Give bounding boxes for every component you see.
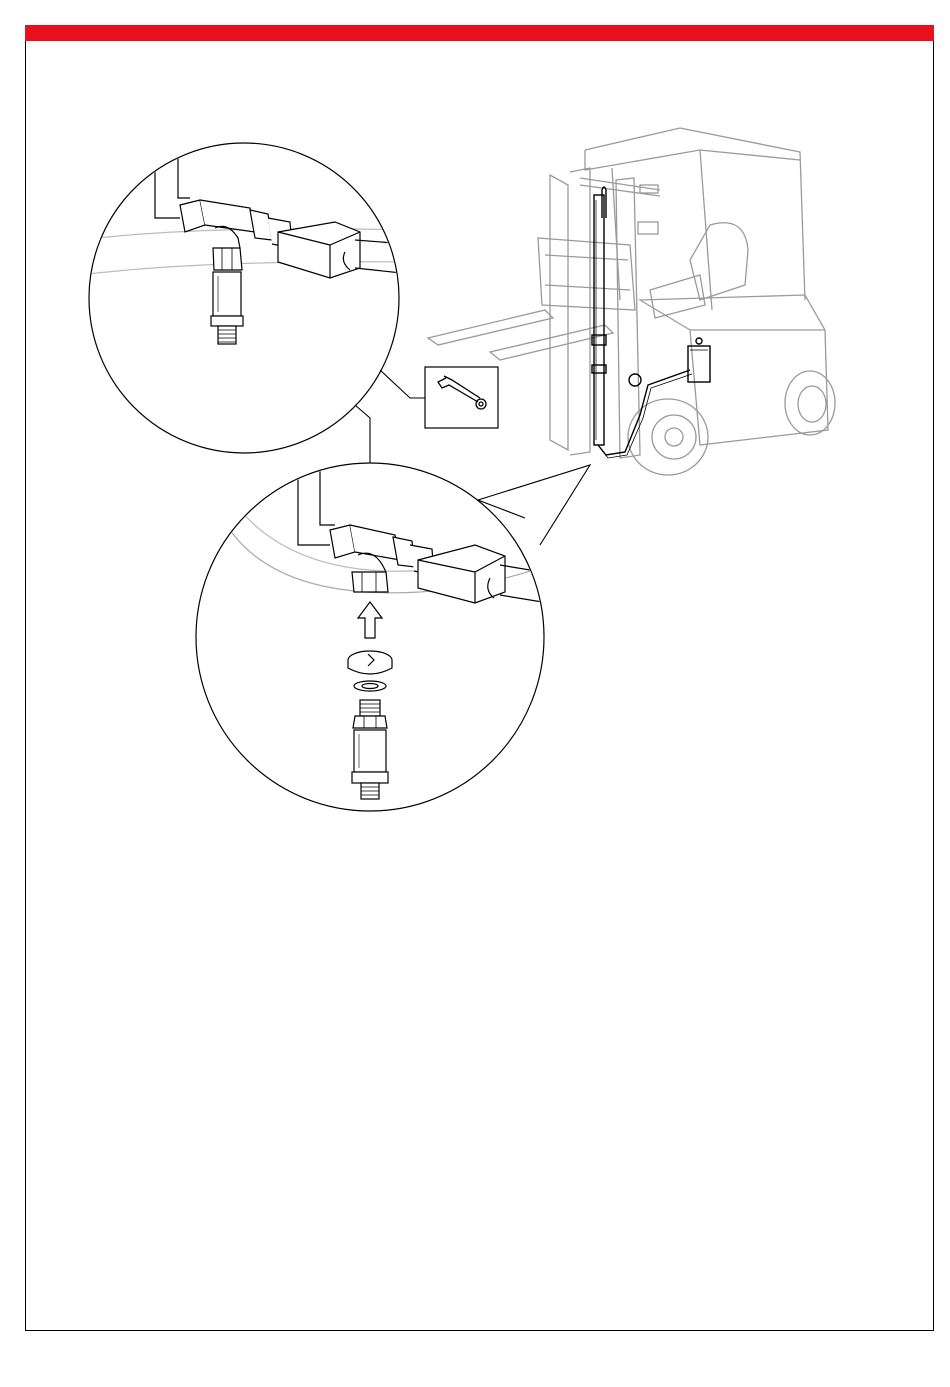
tool-box <box>425 367 498 428</box>
sensor-cable <box>592 187 710 458</box>
leader-line <box>380 370 425 398</box>
rotate-arrow-icon <box>348 651 392 674</box>
sealing-washer <box>354 681 386 691</box>
detail-circle-after <box>196 462 560 811</box>
detail-circle-before <box>80 140 420 453</box>
